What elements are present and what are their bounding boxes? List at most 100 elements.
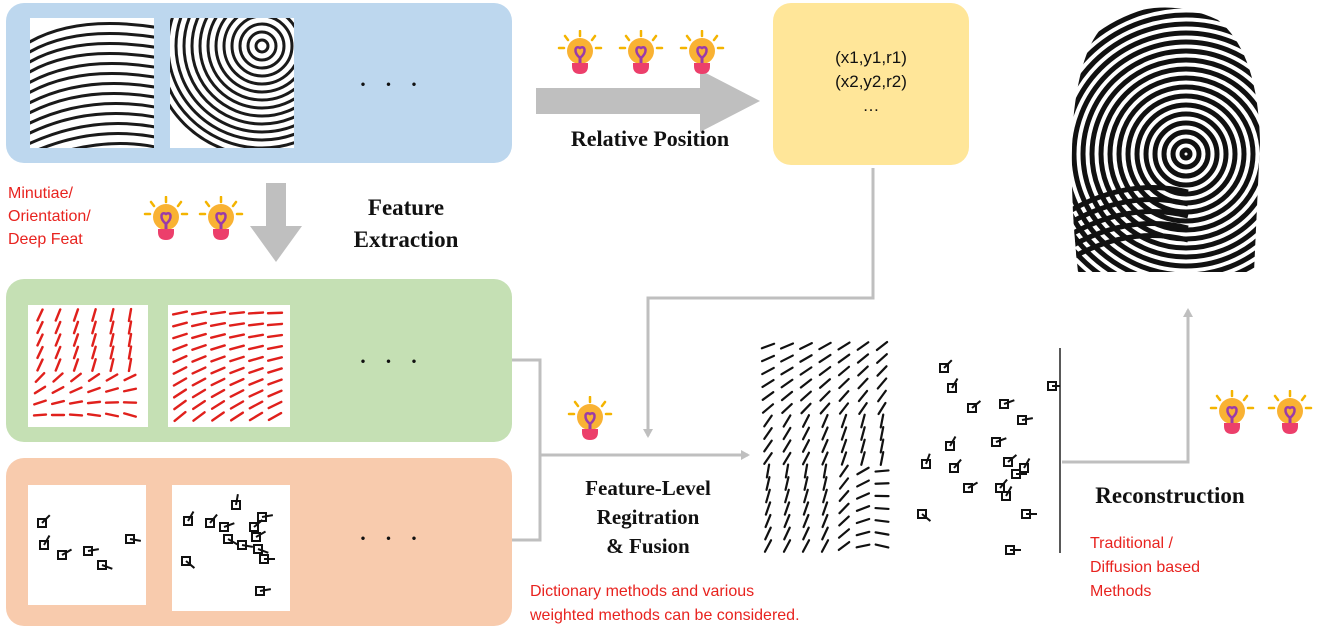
- orientation-tick: [822, 476, 828, 491]
- orientation-tick: [856, 466, 870, 476]
- relative-position-box: [773, 3, 969, 165]
- orientation-tick: [857, 365, 869, 377]
- orientation-tick: [210, 377, 226, 387]
- orientation-tick: [856, 341, 870, 351]
- orientation-tick: [802, 501, 810, 516]
- orientation-tick: [54, 358, 62, 372]
- orientation-tick: [799, 354, 813, 363]
- orientation-tick: [267, 356, 283, 362]
- orientation-tick: [87, 372, 101, 383]
- minutia-marker: [1019, 457, 1031, 473]
- orientation-tick: [247, 333, 265, 339]
- orientation-tick: [72, 333, 80, 347]
- orientation-tick: [822, 463, 828, 479]
- orientation-tick: [210, 388, 226, 399]
- connector-to-reconstruction: [1062, 308, 1193, 464]
- features-note-line: Minutiae/: [8, 185, 73, 202]
- orientation-tick: [172, 366, 188, 375]
- lightbulb-icon: [556, 30, 604, 76]
- orientation-tick: [266, 322, 284, 327]
- orientation-tick: [799, 342, 813, 350]
- orientation-tick: [123, 373, 137, 382]
- orientation-tick: [784, 488, 790, 504]
- feature-extraction-label: Feature Extraction: [338, 192, 474, 256]
- orientation-tick: [837, 365, 851, 377]
- orientation-tick: [191, 377, 207, 387]
- orientation-tick: [855, 505, 871, 512]
- reconstructed-fingerprint: [1071, 7, 1260, 273]
- minutia-marker: [947, 377, 959, 393]
- orientation-tick: [764, 526, 772, 541]
- minutia-marker: [219, 522, 235, 532]
- minutia-marker: [97, 560, 113, 570]
- orientation-tick: [876, 377, 888, 390]
- orientation-tick: [838, 515, 850, 527]
- orientation-tick: [68, 413, 84, 417]
- minutia-marker: [1011, 469, 1027, 479]
- orientation-tick: [763, 439, 773, 453]
- orientation-tick: [837, 540, 851, 552]
- orientation-ellipsis: · · ·: [358, 345, 423, 378]
- methods-note-line: Methods: [1090, 583, 1152, 600]
- orientation-tick: [782, 439, 792, 453]
- orientation-tick: [172, 354, 188, 364]
- orientation-tick: [784, 463, 790, 479]
- minutia-marker: [57, 548, 73, 560]
- orientation-tick: [191, 332, 207, 340]
- orientation-tick: [764, 501, 772, 516]
- orientation-tick: [86, 400, 102, 405]
- orientation-tick: [228, 311, 246, 315]
- orientation-tick: [877, 389, 887, 403]
- position-entry-2: (x2,y2,r2): [835, 72, 907, 91]
- orientation-tick: [51, 385, 65, 395]
- minutia-marker: [1021, 509, 1037, 519]
- orientation-tick: [36, 345, 44, 360]
- orientation-tick: [190, 321, 208, 328]
- feature-extraction-arrow: [250, 183, 302, 262]
- orientation-tick: [54, 320, 62, 335]
- minutia-marker: [939, 359, 953, 373]
- orientation-tick: [761, 366, 775, 376]
- orientation-tick: [247, 344, 265, 351]
- minutia-marker: [949, 458, 962, 473]
- minutia-marker: [39, 534, 51, 550]
- features-note-line: Orientation/: [8, 208, 91, 225]
- orientation-tick: [267, 378, 283, 386]
- orientation-tick: [838, 377, 850, 390]
- orientation-tick: [860, 451, 866, 466]
- methods-note: Traditional / Diffusion based Methods: [1090, 532, 1200, 604]
- minutia-marker: [257, 512, 274, 522]
- orientation-tick: [248, 400, 264, 410]
- minutia-marker: [205, 513, 218, 528]
- orientation-tick: [838, 489, 850, 503]
- orientation-tick: [780, 354, 794, 363]
- orientation-tick: [783, 501, 791, 516]
- orientation-tick: [229, 400, 245, 410]
- orientation-tick: [210, 366, 226, 375]
- orientation-tick: [856, 479, 870, 488]
- orientation-tick: [229, 355, 245, 363]
- orientation-tick: [36, 320, 44, 335]
- orientation-tick: [818, 353, 832, 364]
- orientation-tick: [761, 391, 775, 401]
- orientation-tick: [840, 438, 848, 454]
- orientation-tick: [123, 412, 137, 418]
- orientation-tick: [36, 308, 44, 322]
- orientation-tick: [819, 390, 831, 402]
- orientation-tick: [821, 451, 829, 466]
- orientation-tick: [266, 344, 284, 351]
- orientation-tick: [821, 426, 829, 441]
- minutia-marker: [223, 534, 239, 546]
- orientation-tick: [127, 307, 133, 323]
- orientation-tick: [801, 426, 811, 441]
- orientation-tick: [855, 543, 871, 549]
- orientation-tick: [172, 343, 188, 352]
- orientation-tick: [33, 385, 47, 395]
- orientation-tick: [784, 476, 790, 491]
- orientation-tick: [858, 402, 868, 415]
- orientation-tick: [874, 469, 890, 473]
- orientation-field: [171, 310, 284, 423]
- orientation-tick: [109, 345, 115, 360]
- orientation-tick: [50, 399, 66, 406]
- orientation-field: [32, 307, 138, 418]
